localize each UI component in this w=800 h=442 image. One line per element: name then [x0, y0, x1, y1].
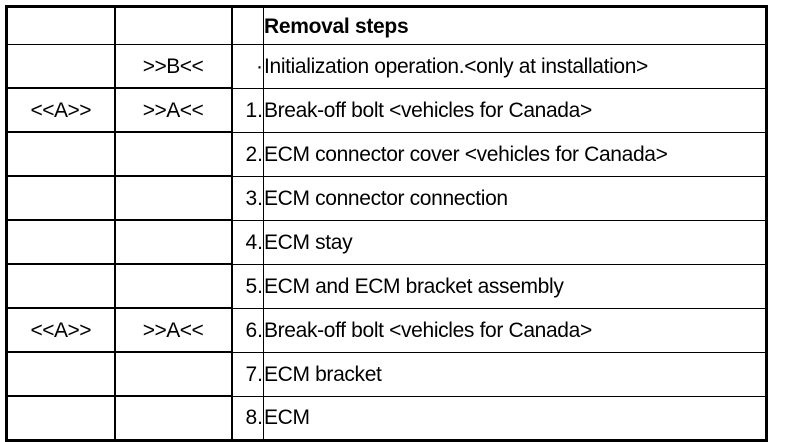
- cell-marker-a: [6, 352, 116, 397]
- cell-marker-a: [6, 396, 116, 441]
- table-row: 2. ECM connector cover <vehicles for Can…: [6, 132, 767, 177]
- cell-step-number: 6.: [231, 308, 264, 353]
- cell-marker-b: [114, 264, 233, 309]
- cell-marker-a: [6, 132, 116, 177]
- table-row: 4. ECM stay: [6, 220, 767, 265]
- cell-marker-b: >>A<<: [114, 88, 233, 133]
- cell-marker-a: <<A>>: [6, 88, 116, 133]
- table-row: 8. ECM: [6, 396, 767, 441]
- table-row: <<A>> >>A<< 6. Break-off bolt <vehicles …: [6, 308, 767, 353]
- cell-step-description: Break-off bolt <vehicles for Canada>: [263, 88, 767, 133]
- table-row: 3. ECM connector connection: [6, 176, 767, 221]
- cell-marker-a: [6, 220, 116, 265]
- cell-step-description: ECM bracket: [263, 352, 767, 397]
- cell-marker-b: >>B<<: [114, 44, 233, 89]
- cell-marker-b: [114, 132, 233, 177]
- header-cell-number: [231, 6, 264, 45]
- header-cell-marker-b: [114, 6, 233, 45]
- cell-step-number: 3.: [231, 176, 264, 221]
- table-row: 5. ECM and ECM bracket assembly: [6, 264, 767, 309]
- table-header-row: Removal steps: [6, 6, 767, 45]
- cell-step-description: Break-off bolt <vehicles for Canada>: [263, 308, 767, 353]
- cell-step-description: ECM stay: [263, 220, 767, 265]
- cell-step-description: ECM and ECM bracket assembly: [263, 264, 767, 309]
- cell-step-number: 7.: [231, 352, 264, 397]
- table-row: 7. ECM bracket: [6, 352, 767, 397]
- cell-marker-b: [114, 396, 233, 441]
- cell-marker-a: [6, 176, 116, 221]
- cell-marker-b: >>A<<: [114, 308, 233, 353]
- cell-step-description: ECM connector connection: [263, 176, 767, 221]
- cell-step-number: 5.: [231, 264, 264, 309]
- cell-marker-b: [114, 352, 233, 397]
- cell-marker-a: <<A>>: [6, 308, 116, 353]
- cell-marker-b: [114, 220, 233, 265]
- cell-step-description: ECM connector cover <vehicles for Canada…: [263, 132, 767, 177]
- cell-marker-a: [6, 264, 116, 309]
- table-body: Removal steps >>B<< · Initialization ope…: [6, 6, 767, 441]
- cell-step-number: 4.: [231, 220, 264, 265]
- cell-marker-b: [114, 176, 233, 221]
- header-cell-removal-steps: Removal steps: [263, 6, 767, 45]
- cell-marker-a: [6, 44, 116, 89]
- header-cell-marker-a: [6, 6, 116, 45]
- page-canvas: Removal steps >>B<< · Initialization ope…: [5, 5, 768, 442]
- cell-step-number: 2.: [231, 132, 264, 177]
- removal-steps-table: Removal steps >>B<< · Initialization ope…: [5, 5, 768, 442]
- cell-step-description: ECM: [263, 396, 767, 441]
- table-row: <<A>> >>A<< 1. Break-off bolt <vehicles …: [6, 88, 767, 133]
- cell-step-number: ·: [231, 44, 264, 89]
- cell-step-description: Initialization operation.<only at instal…: [263, 44, 767, 89]
- cell-step-number: 8.: [231, 396, 264, 441]
- table-row: >>B<< · Initialization operation.<only a…: [6, 44, 767, 89]
- cell-step-number: 1.: [231, 88, 264, 133]
